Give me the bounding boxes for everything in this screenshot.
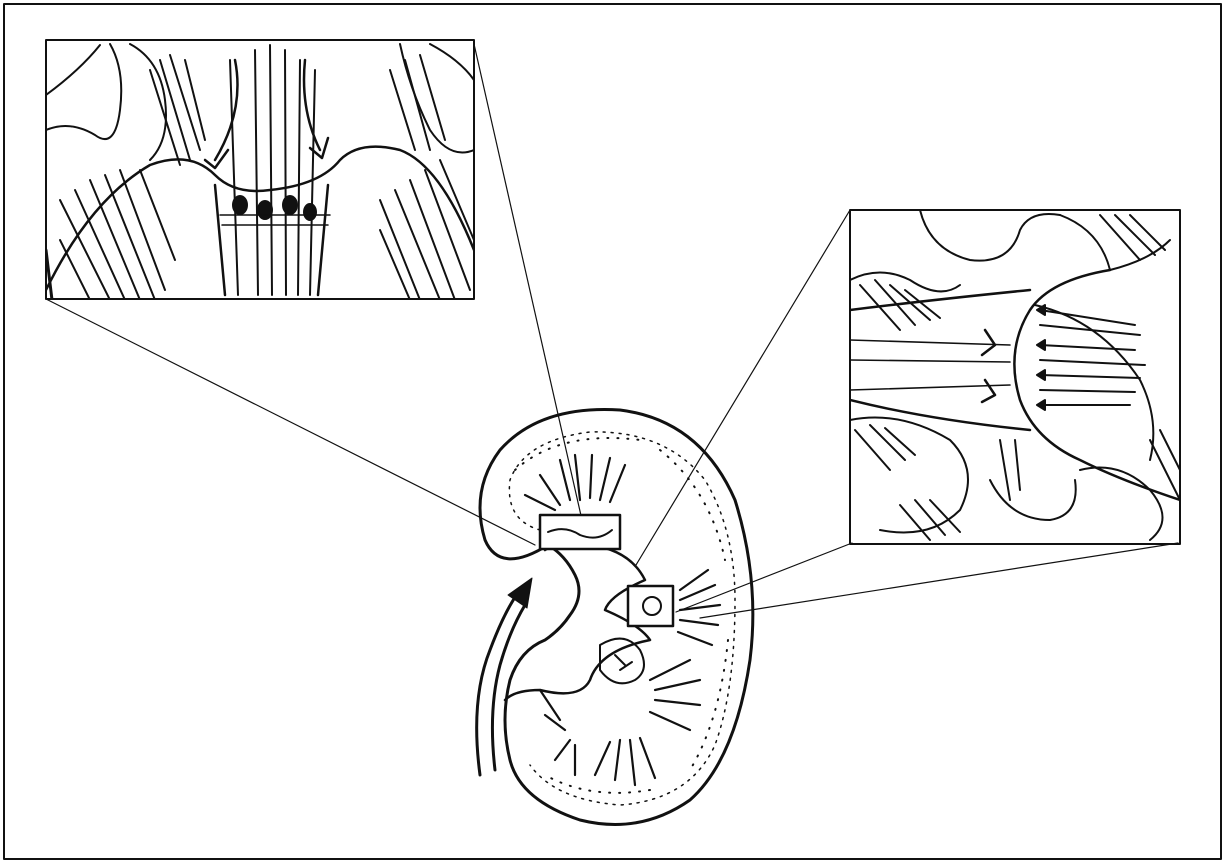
leader-line (474, 44, 582, 520)
leader-line (700, 543, 1178, 618)
magnified-calyx-inset (850, 210, 1180, 544)
kidney-cross-section (480, 410, 753, 825)
magnified-papilla-inset (46, 40, 474, 300)
leader-line (676, 543, 852, 612)
flow-arrow (477, 578, 532, 775)
leader-line (636, 210, 850, 565)
leader-line (46, 299, 535, 545)
